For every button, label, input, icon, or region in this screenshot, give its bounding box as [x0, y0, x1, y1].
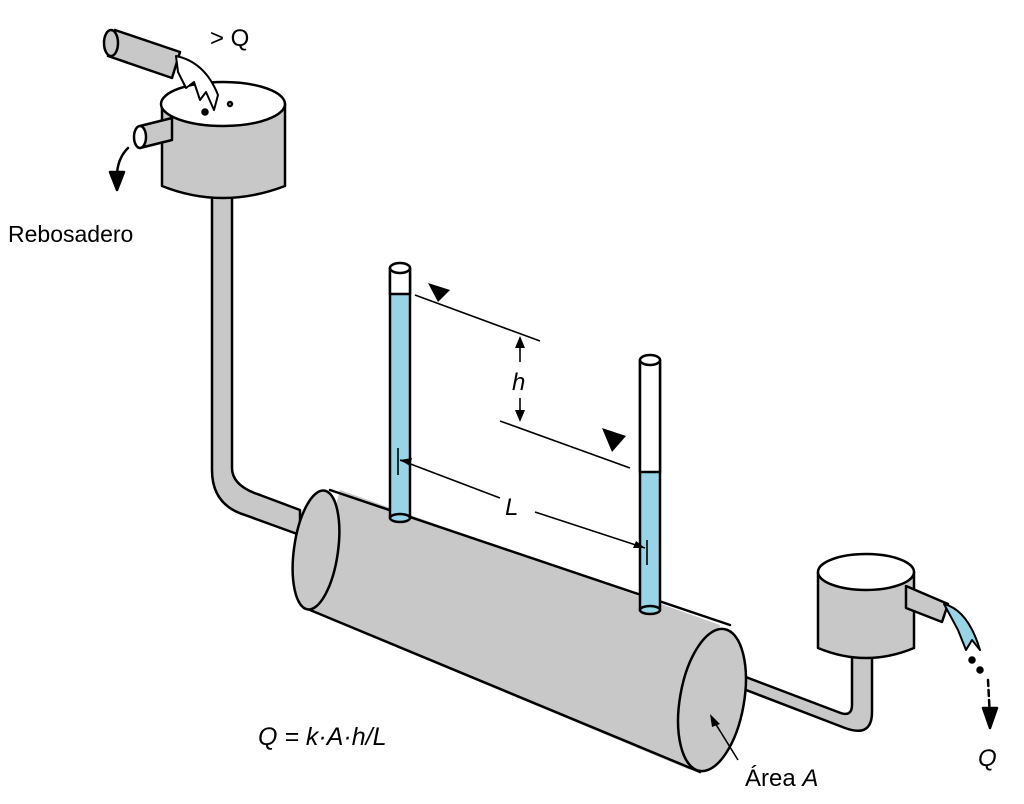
- area-label: Área A: [745, 765, 818, 792]
- inflow-water: [175, 55, 219, 111]
- area-symbol: A: [800, 765, 818, 792]
- arrowhead-icon: [710, 714, 720, 727]
- water-level-marker-icon: [428, 283, 450, 302]
- l-dimension-right: [534, 511, 646, 549]
- inflow-hose: [102, 28, 182, 80]
- overflow-arrowhead-icon: [108, 170, 126, 192]
- l-dimension-left: [399, 459, 501, 499]
- arrowhead-icon: [515, 336, 525, 348]
- length-label: L: [505, 494, 518, 521]
- area-prefix: Área: [745, 765, 802, 792]
- outlet-tank: [816, 552, 916, 660]
- supply-pipe: [210, 193, 302, 537]
- level-line-upper: [414, 294, 541, 342]
- inflow-label: > Q: [210, 25, 249, 52]
- arrowhead-icon: [633, 541, 645, 548]
- water-level-marker-icon: [602, 428, 626, 452]
- overflow-spout: [132, 116, 174, 150]
- upper-tank: [159, 80, 287, 200]
- level-line-lower: [499, 420, 631, 469]
- piezometer-left: [388, 261, 412, 524]
- piezometer-right: [638, 353, 662, 616]
- outlet-spout: [904, 584, 981, 651]
- overflow-label: Rebosadero: [8, 221, 133, 247]
- arrowhead-icon: [515, 410, 525, 422]
- head-difference-label: h: [512, 369, 525, 396]
- outflow-water: [943, 603, 981, 651]
- outflow-arrowhead-icon: [981, 706, 999, 730]
- formula-label: Q = k·A·h/L: [258, 723, 387, 751]
- arrowhead-icon: [400, 458, 412, 466]
- outflow-label: Q: [978, 745, 997, 772]
